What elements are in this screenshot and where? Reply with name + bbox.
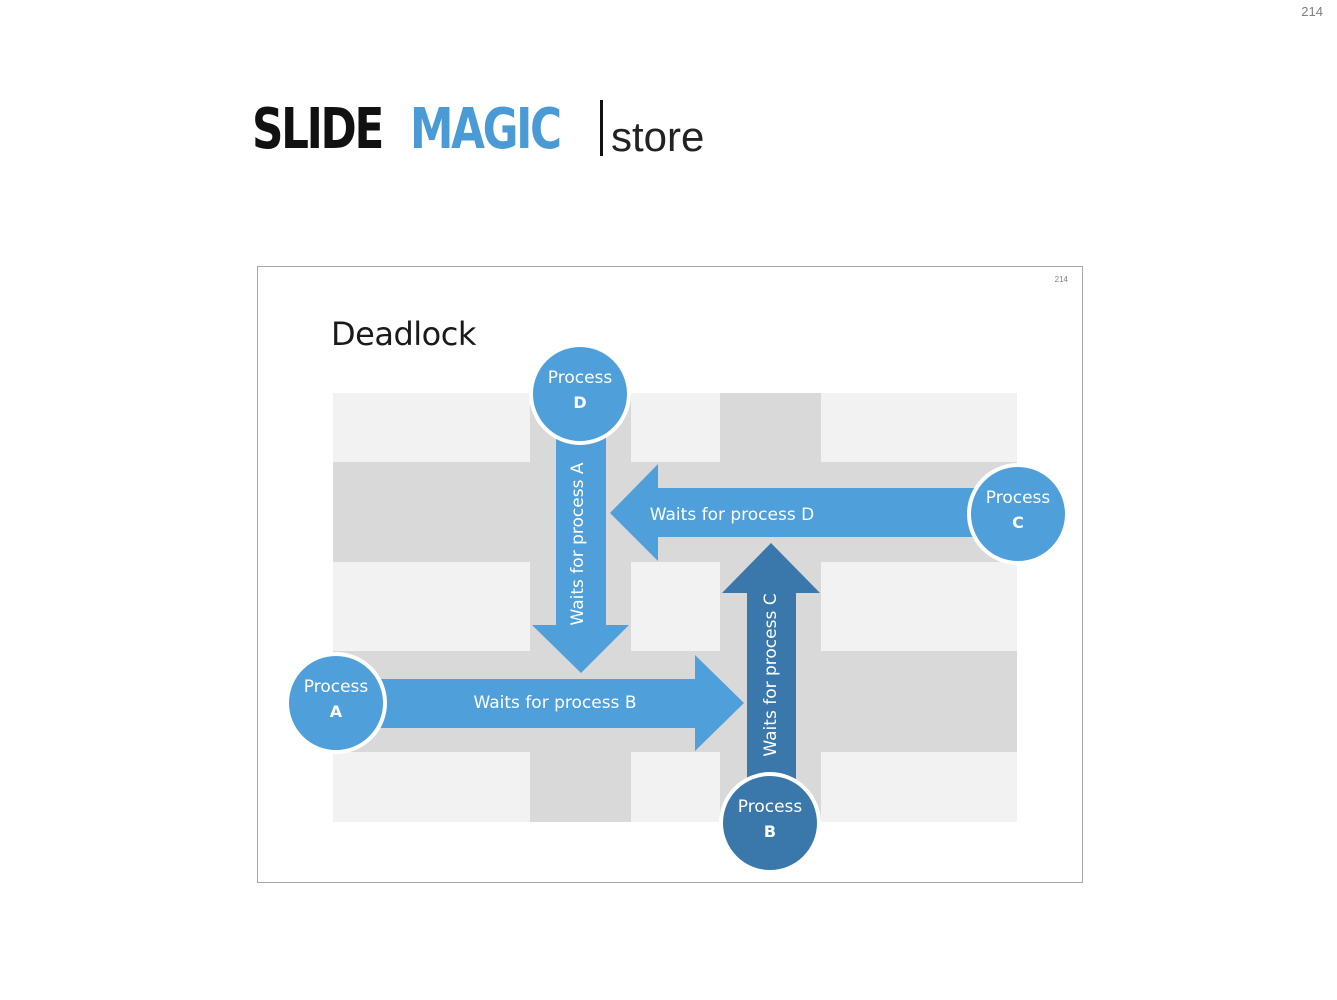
node-b-id: B bbox=[764, 822, 776, 841]
node-b-label: Process bbox=[738, 797, 803, 817]
deadlock-diagram: Waits for process B Waits for process C … bbox=[285, 343, 1069, 874]
arrow-a-to-b bbox=[358, 655, 744, 751]
node-d-id: D bbox=[573, 393, 586, 412]
node-c-id: C bbox=[1012, 513, 1024, 532]
logo-store-text: store bbox=[611, 113, 705, 160]
page-number: 214 bbox=[1301, 4, 1323, 19]
edge-label-c-to-d: Waits for process D bbox=[650, 505, 814, 525]
arrow-d-to-a bbox=[532, 407, 629, 673]
arrow-c-to-d bbox=[610, 464, 1003, 561]
arrow-b-to-c bbox=[722, 543, 820, 787]
logo-slide-text: SLIDE bbox=[252, 97, 384, 162]
node-d-label: Process bbox=[548, 368, 613, 388]
slide-preview: 214 Deadlock Waits for process B Waits f… bbox=[257, 266, 1083, 883]
slide-number: 214 bbox=[1054, 275, 1068, 284]
logo-magic-text: MAGIC bbox=[410, 97, 562, 162]
background-grid bbox=[333, 393, 1017, 822]
edge-label-d-to-a: Waits for process A bbox=[568, 462, 588, 625]
logo-divider bbox=[600, 100, 603, 156]
edge-label-b-to-c: Waits for process C bbox=[761, 593, 781, 756]
edge-label-a-to-b: Waits for process B bbox=[474, 693, 637, 713]
grid-base bbox=[333, 393, 1017, 822]
slide-title: Deadlock bbox=[331, 315, 476, 353]
node-a-id: A bbox=[330, 702, 343, 721]
node-process-d: Process D bbox=[529, 343, 631, 445]
node-a-label: Process bbox=[304, 677, 369, 697]
slidemagic-logo: SLIDE MAGIC store bbox=[252, 88, 704, 158]
node-process-c: Process C bbox=[967, 463, 1069, 565]
node-c-label: Process bbox=[986, 488, 1051, 508]
node-process-b: Process B bbox=[719, 772, 821, 874]
node-process-a: Process A bbox=[285, 652, 387, 754]
